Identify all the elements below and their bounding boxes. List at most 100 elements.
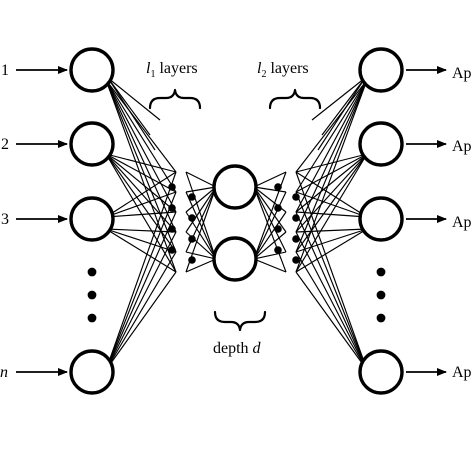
edge-right-2-5 xyxy=(295,228,368,273)
edge-left-0-5 xyxy=(105,79,177,273)
output-node-4 xyxy=(358,349,404,395)
edge-left-2-1 xyxy=(105,191,177,218)
edge-left-1-1 xyxy=(105,153,177,193)
edge-right-0-1 xyxy=(295,79,368,193)
edge-left-0-3 xyxy=(105,79,177,233)
network-nodes xyxy=(69,47,404,395)
output-node-2 xyxy=(358,121,404,167)
column-ellipsis-dot-3 xyxy=(87,313,97,323)
input-node-2 xyxy=(69,121,115,167)
inner-ellipsis-dot-14 xyxy=(292,214,300,222)
edge-mid-right-5-1 xyxy=(253,258,287,273)
edge-right-0-0 xyxy=(295,79,368,173)
edge-left-0-4 xyxy=(105,79,177,253)
edge-right-1-5 xyxy=(295,153,368,273)
edge-mid-left-1-1 xyxy=(185,191,217,260)
inner-ellipsis-dot-1 xyxy=(168,183,176,191)
column-ellipsis-dot-1 xyxy=(87,267,97,277)
edge-mid-right-1-1 xyxy=(253,191,287,260)
inner-ellipsis-dot-8 xyxy=(188,256,196,264)
inner-ellipsis-dot-16 xyxy=(292,256,300,264)
edge-mid-right-3-0 xyxy=(253,186,287,233)
edge-mid-right-4-1 xyxy=(253,251,287,260)
depth-brace xyxy=(213,310,267,332)
edge-right-0-3 xyxy=(295,79,368,233)
edge-right-1-1 xyxy=(295,153,368,193)
edge-left-2-5 xyxy=(105,228,177,273)
io-arrows xyxy=(16,66,447,376)
connection-edges xyxy=(105,77,368,371)
column-ellipsis-dot-6 xyxy=(376,313,386,323)
edge-left-3-2 xyxy=(105,211,177,371)
depth-symbol: d xyxy=(253,340,262,357)
edge-mid-right-3-1 xyxy=(253,231,287,260)
input-label-n: n xyxy=(0,364,8,381)
inner-ellipsis-dot-2 xyxy=(168,204,176,212)
edge-mid-left-0-1 xyxy=(185,171,217,260)
input-node-1 xyxy=(69,47,115,93)
bottleneck-node-1 xyxy=(212,164,258,210)
input-label-1: 1 xyxy=(1,62,9,79)
edge-left-3-5 xyxy=(105,271,177,371)
edge-mid-right-1-0 xyxy=(253,186,287,193)
edge-right-2-1 xyxy=(295,191,368,218)
edge-left-3-1 xyxy=(105,191,177,371)
input-node-4 xyxy=(69,349,115,395)
edge-mid-left-1-0 xyxy=(185,186,217,193)
output-label-3: Ap xyxy=(452,214,472,231)
edge-right-0-2 xyxy=(295,79,368,213)
inner-ellipsis-dot-15 xyxy=(292,235,300,243)
l1-symbol: l xyxy=(146,60,151,77)
l2-symbol: l xyxy=(257,60,262,77)
input-label-3: 3 xyxy=(1,211,9,228)
encoder-layers-brace xyxy=(148,88,202,110)
edge-right-3-0 xyxy=(295,171,368,371)
output-label-2: Ap xyxy=(452,138,472,155)
edge-right-top-1 xyxy=(311,77,366,121)
edge-left-3-0 xyxy=(105,171,177,371)
edge-left-1-2 xyxy=(105,153,177,213)
inner-ellipsis-dot-5 xyxy=(188,193,196,201)
inner-ellipsis-dot-7 xyxy=(188,235,196,243)
edge-left-0-1 xyxy=(105,79,177,193)
edge-right-3-2 xyxy=(295,211,368,371)
edge-left-2-4 xyxy=(105,228,177,253)
l1-subscript: 1 xyxy=(150,69,155,80)
edge-mid-left-5-1 xyxy=(185,258,217,273)
edge-mid-right-5-0 xyxy=(253,186,287,273)
edge-left-0-2 xyxy=(105,79,177,213)
decoder-layers-label: l2 layers xyxy=(257,60,309,80)
edge-right-2-2 xyxy=(295,211,368,218)
output-label-1: Ap xyxy=(452,65,472,82)
input-label-2: 2 xyxy=(1,136,9,153)
edge-left-1-0 xyxy=(105,153,177,173)
edge-right-0-4 xyxy=(295,79,368,253)
edge-mid-right-4-0 xyxy=(253,186,287,253)
edge-left-1-5 xyxy=(105,153,177,273)
edge-mid-left-3-0 xyxy=(185,186,217,233)
edge-right-1-0 xyxy=(295,153,368,173)
edge-mid-left-0-0 xyxy=(185,171,217,188)
edge-left-2-2 xyxy=(105,211,177,218)
inner-ellipsis-dot-13 xyxy=(292,193,300,201)
inner-ellipsis-dot-12 xyxy=(274,246,282,254)
edge-mid-right-0-0 xyxy=(253,171,287,188)
edge-left-1-4 xyxy=(105,153,177,253)
edge-right-3-1 xyxy=(295,191,368,371)
l1-text: layers xyxy=(155,60,197,77)
column-ellipsis-dot-2 xyxy=(87,290,97,300)
edge-right-top-0 xyxy=(321,77,366,136)
inner-ellipsis-dot-10 xyxy=(274,204,282,212)
l2-text: layers xyxy=(266,60,308,77)
output-label-4: Ap xyxy=(452,364,472,381)
edge-right-1-3 xyxy=(295,153,368,233)
edge-left-2-3 xyxy=(105,228,177,233)
edge-left-top-0 xyxy=(107,77,151,136)
edge-left-2-0 xyxy=(105,171,177,218)
l2-subscript: 2 xyxy=(261,69,266,80)
edge-left-0-0 xyxy=(105,79,177,173)
ellipsis-dots xyxy=(87,183,386,323)
edge-right-1-4 xyxy=(295,153,368,253)
edge-left-top-2 xyxy=(107,77,156,151)
edge-mid-left-4-1 xyxy=(185,251,217,260)
